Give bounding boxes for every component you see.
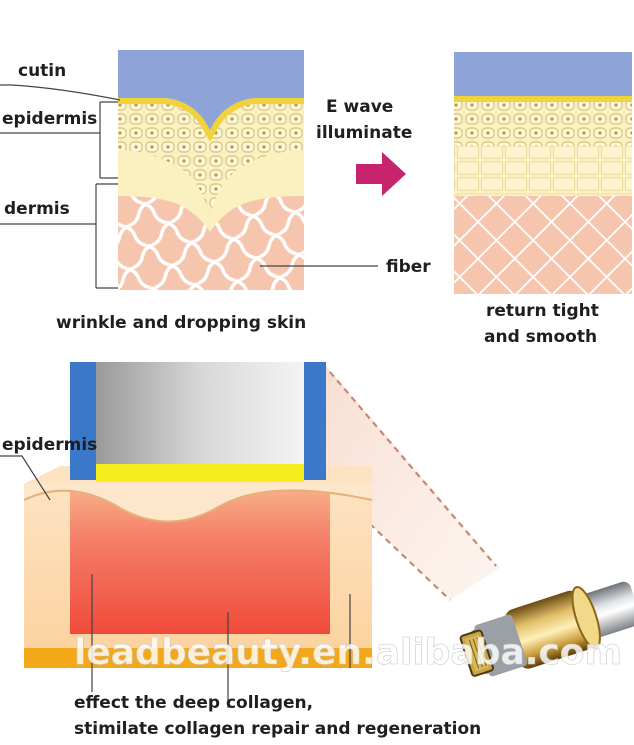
e-wave-label: E wave [326, 97, 393, 117]
effect-caption-line2: stimilate collagen repair and regenerati… [74, 719, 481, 739]
illuminate-label: illuminate [316, 123, 412, 143]
result-caption-line2: and smooth [484, 327, 597, 347]
handpiece-device [459, 581, 634, 677]
watermark-text: leadbeauty.en.alibaba.com [74, 632, 622, 673]
energy-beam [326, 366, 500, 600]
cutin-label: cutin [18, 61, 66, 81]
probe-electrode-left [70, 362, 96, 480]
wrinkled-skin-illustration [118, 50, 304, 290]
result-caption-line1: return tight [486, 301, 599, 321]
label-leaders [0, 84, 378, 289]
air-layer [118, 50, 304, 134]
epidermis-wave [23, 489, 373, 523]
probe-contact-plate [96, 464, 304, 482]
epidermis-cells [118, 104, 304, 215]
effect-caption-line1: effect the deep collagen, [74, 693, 313, 713]
cutin-layer [118, 98, 304, 143]
smooth-skin-illustration [454, 52, 632, 294]
probe-electrode-right [304, 362, 326, 480]
fiber-label: fiber [386, 257, 431, 277]
transition-arrow-icon [356, 152, 406, 196]
tissue-block [23, 466, 373, 668]
epidermis-top-label: epidermis [2, 109, 97, 129]
dermis-label: dermis [4, 199, 70, 219]
rf-probe [70, 362, 326, 482]
wrinkle-caption: wrinkle and dropping skin [56, 313, 306, 333]
deep-layer-band [24, 648, 372, 668]
bottom-leaders [0, 455, 351, 708]
epidermis-bottom-label: epidermis [2, 435, 97, 455]
